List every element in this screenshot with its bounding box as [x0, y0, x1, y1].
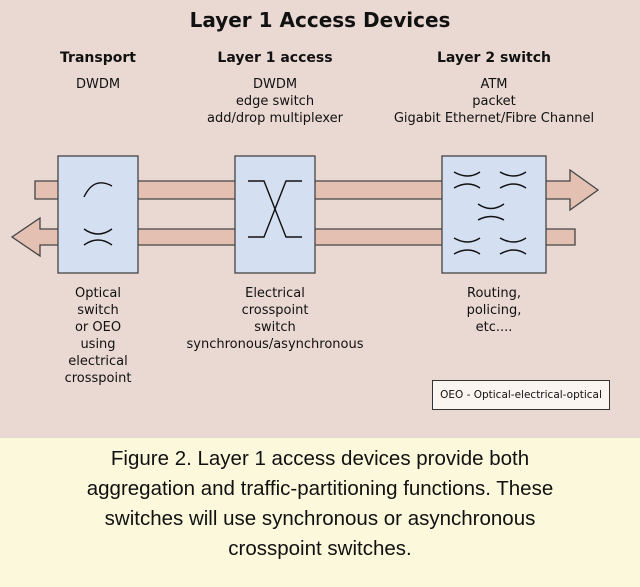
diagram-title: Layer 1 Access Devices — [189, 8, 451, 32]
caption-line: switches will use synchronous or asynchr… — [104, 507, 536, 530]
layer2-switch-sub-line: ATM — [480, 77, 508, 92]
layer1-access-sub-line: DWDM — [252, 77, 298, 92]
transport-note-line: electrical — [68, 354, 128, 369]
layer2-switch-header: Layer 2 switch — [437, 50, 551, 66]
layer2-switch-sub-line: packet — [472, 94, 516, 109]
figure-caption: Figure 2. Layer 1 access devices provide… — [0, 438, 640, 587]
layer1-access-box — [234, 155, 316, 274]
layer1-access-header: Layer 1 access — [217, 50, 333, 66]
transport-box — [57, 155, 139, 274]
caption-line: Figure 2. Layer 1 access devices provide… — [110, 447, 530, 470]
caption-line: aggregation and traffic-partitioning fun… — [86, 477, 554, 500]
packet-switch-icon — [453, 171, 527, 255]
diagram-graphics — [10, 155, 600, 274]
layer2-switch-box — [441, 155, 547, 274]
layer1-access-sub-line: edge switch — [235, 94, 315, 109]
layer1-access-note-line: switch — [254, 320, 296, 335]
transport-note-line: or OEO — [74, 320, 122, 335]
layer1-access-note-line: Electrical — [245, 286, 305, 301]
transport-note-line: Optical — [75, 286, 121, 301]
layer1-access-note-line: synchronous/asynchronous — [186, 337, 364, 352]
oeo-legend: OEO - Optical-electrical-optical — [432, 380, 610, 410]
layer1-access-sub-line: add/drop multiplexer — [207, 111, 343, 126]
layer2-switch-sub-line: Gigabit Ethernet/Fibre Channel — [393, 111, 595, 126]
layer2-switch-note-line: Routing, — [467, 286, 521, 301]
layer2-switch-note-line: policing, — [466, 303, 522, 318]
transport-sub-line: DWDM — [75, 77, 121, 92]
optical-switch-icon — [83, 182, 113, 246]
transport-note-line: switch — [77, 303, 119, 318]
transport-note-line: crosspoint — [64, 371, 132, 386]
transport-header: Transport — [60, 50, 136, 66]
diagram-panel: Layer 1 Access Devices Transport DWDM Op… — [0, 0, 640, 438]
caption-line: crosspoint switches. — [228, 537, 412, 560]
crosspoint-icon — [248, 180, 302, 238]
layer1-access-note-line: crosspoint — [241, 303, 309, 318]
transport-note-line: using — [80, 337, 116, 352]
layer2-switch-note-line: etc.... — [475, 320, 513, 335]
